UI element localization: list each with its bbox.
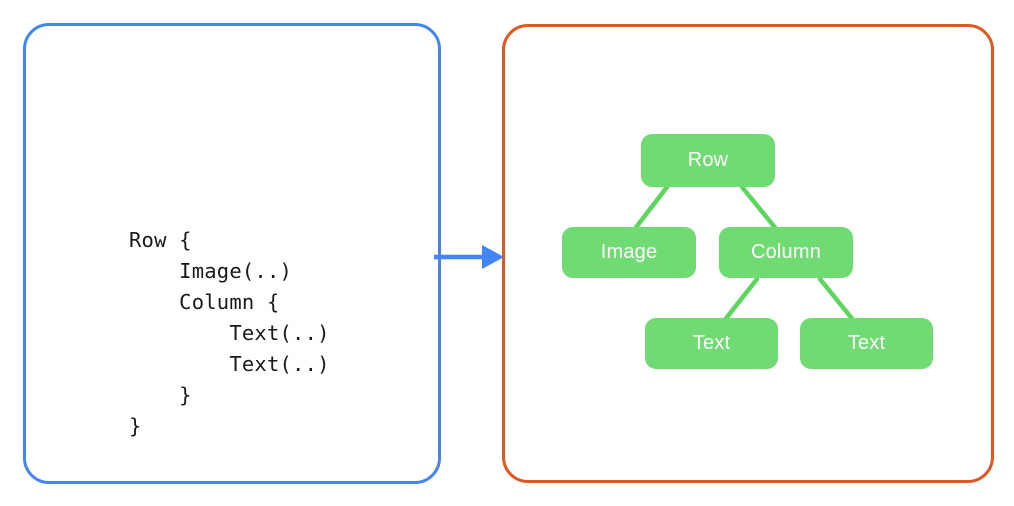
tree-node-text-2[interactable]: Text [800, 318, 933, 369]
tree-panel [502, 24, 994, 483]
edge-row-image [631, 184, 670, 233]
tree-edges [631, 184, 857, 324]
code-snippet: Row { Image(..) Column { Text(..) Text(.… [129, 227, 330, 438]
edge-column-text1 [721, 276, 760, 324]
tree-node-row[interactable]: Row [641, 134, 775, 187]
arrow-head [482, 245, 504, 269]
edge-row-column [739, 184, 780, 233]
transform-arrow [434, 245, 504, 269]
code-panel: Row { Image(..) Column { Text(..) Text(.… [23, 23, 441, 484]
tree-node-text-1[interactable]: Text [645, 318, 778, 369]
tree-node-image[interactable]: Image [562, 227, 696, 278]
tree-node-column[interactable]: Column [719, 227, 853, 278]
edge-column-text2 [817, 276, 857, 324]
